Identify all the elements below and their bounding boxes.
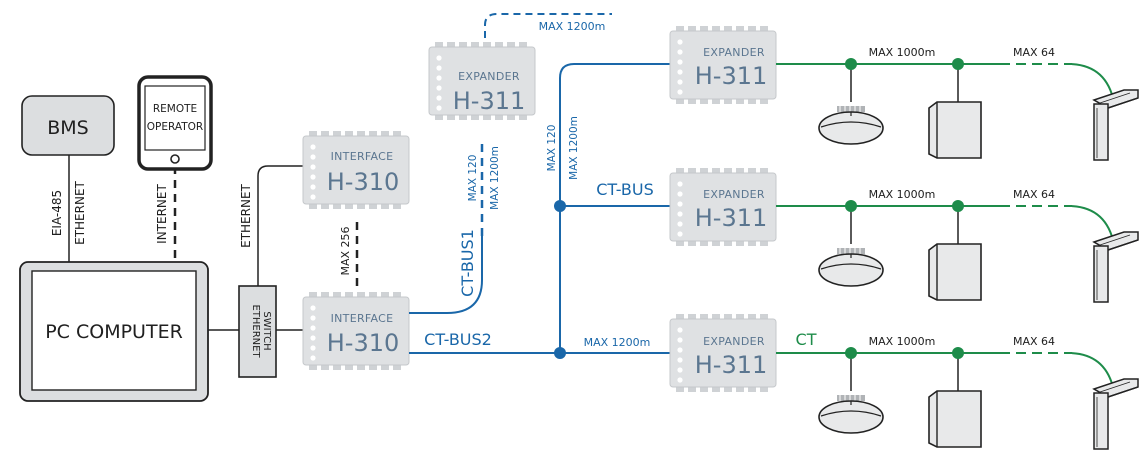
expander-row-3 [669, 313, 1139, 450]
expander-3-max64: MAX 64 [1013, 335, 1055, 348]
detector-3 [818, 394, 884, 434]
detector-2 [818, 247, 884, 287]
expander-3-sub: EXPANDER [703, 335, 765, 348]
interface-2-sub: INTERFACE [331, 312, 394, 325]
ctbus-max1200: MAX 1200m [568, 116, 580, 180]
top-max1200-label: MAX 1200m [539, 20, 606, 33]
expander-1-max1000: MAX 1000m [869, 46, 936, 59]
expander-row-1 [669, 25, 1139, 161]
ctbus2-max1200: MAX 1200m [584, 336, 651, 349]
ctbus-max120: MAX 120 [546, 125, 558, 172]
internet-label: INTERNET [155, 184, 169, 244]
panel-1 [928, 101, 982, 159]
ctbus1-line [409, 236, 483, 314]
remote-label-1: REMOTE [153, 103, 197, 115]
panel-3 [928, 390, 982, 448]
expander-2-model: H-311 [695, 204, 768, 232]
expander-2-sub: EXPANDER [703, 188, 765, 201]
expander-top-sub: EXPANDER [458, 70, 520, 83]
expander-3-model: H-311 [695, 351, 768, 379]
expander-row-2 [669, 167, 1139, 303]
exit-sign-1 [1093, 89, 1139, 161]
switch-label-2: SWITCH [261, 311, 272, 350]
ctbus-trunk [559, 63, 672, 353]
eia485-label: EIA-485 [50, 190, 64, 236]
ctbus-node-1 [554, 200, 566, 212]
ethernet-bms-label: ETHERNET [73, 180, 87, 244]
ctbus-node-2 [554, 347, 566, 359]
expander-1-model: H-311 [695, 62, 768, 90]
expander-1-max64: MAX 64 [1013, 46, 1055, 59]
pc-label: PC COMPUTER [45, 321, 183, 343]
ctbus1-label: CT-BUS1 [458, 229, 477, 297]
ethernet-switch [238, 285, 277, 378]
top-expander-bus [484, 13, 612, 38]
expander-2-max64: MAX 64 [1013, 188, 1055, 201]
ethernet-iface-label: ETHERNET [239, 183, 253, 247]
expander-2-max1000: MAX 1000m [869, 188, 936, 201]
interface-1-sub: INTERFACE [331, 150, 394, 163]
expander-3-max1000: MAX 1000m [869, 335, 936, 348]
pc-computer [19, 261, 209, 402]
remote-operator-tablet [137, 75, 213, 171]
max256-label: MAX 256 [339, 226, 352, 275]
bms-box [21, 95, 115, 156]
ctbus-label: CT-BUS [596, 180, 654, 199]
interface-1-model: H-310 [327, 168, 400, 196]
bms-label: BMS [47, 117, 89, 139]
ctbus1-max1200: MAX 1200m [489, 146, 501, 210]
interface-2-model: H-310 [327, 329, 400, 357]
ctbus2-label: CT-BUS2 [424, 330, 492, 349]
detector-1 [818, 105, 884, 145]
switch-to-interface-line [257, 165, 306, 286]
ctbus1-max120: MAX 120 [467, 155, 479, 202]
remote-label-2: OPERATOR [147, 121, 203, 133]
exit-sign-2 [1093, 231, 1139, 303]
expander-top-model: H-311 [453, 87, 526, 115]
expander-1-sub: EXPANDER [703, 46, 765, 59]
exit-sign-3 [1093, 378, 1139, 450]
ct-label: CT [796, 330, 817, 349]
switch-label-1: ETHERNET [250, 304, 261, 358]
panel-2 [928, 243, 982, 301]
